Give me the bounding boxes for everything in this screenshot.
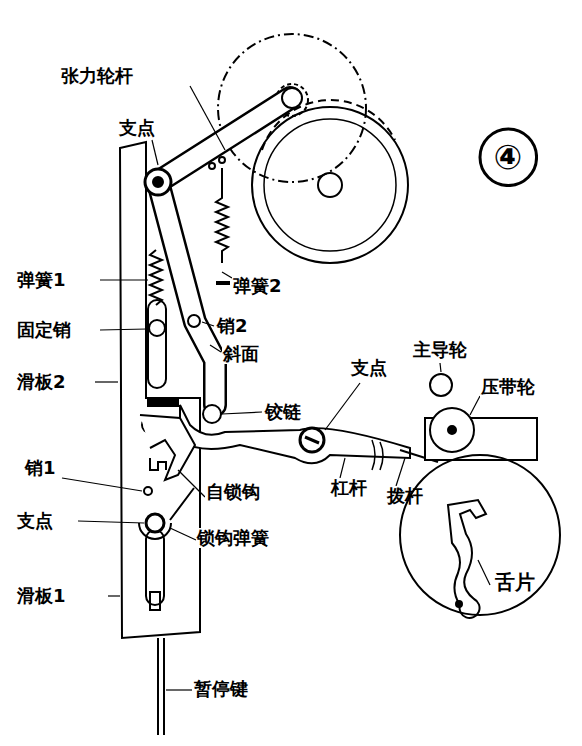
part-label: 拨杆 bbox=[386, 486, 424, 506]
figure-number-circle: ④ bbox=[478, 127, 539, 188]
node-text: 舌片 bbox=[495, 572, 535, 592]
part-label: 弹簧2 bbox=[232, 276, 283, 296]
reel-hub bbox=[318, 173, 342, 197]
pause-key-rod bbox=[158, 638, 164, 735]
slot-2 bbox=[148, 300, 166, 388]
node-text: ④ bbox=[494, 140, 523, 174]
pinch-roller bbox=[430, 408, 474, 452]
tongue-piece bbox=[448, 500, 486, 618]
part-label: 支点 bbox=[16, 511, 54, 531]
arm-hole bbox=[219, 157, 225, 163]
break-mark bbox=[372, 440, 383, 470]
part-label: 张力轮杆 bbox=[60, 66, 134, 86]
slot-1 bbox=[146, 530, 164, 605]
part-label: 支点 bbox=[118, 118, 156, 138]
part-label: 销1 bbox=[24, 458, 57, 478]
part-label: 销2 bbox=[216, 316, 249, 336]
hinge bbox=[203, 405, 221, 423]
part-label: 杠杆 bbox=[330, 478, 368, 498]
part-label: 自锁钩 bbox=[205, 482, 261, 502]
arm-hole bbox=[209, 163, 215, 169]
part-label: 暂停键 bbox=[193, 679, 249, 699]
part-label: 铰链 bbox=[264, 402, 302, 422]
tension-arm-outline bbox=[158, 98, 290, 405]
part-label: 弹簧1 bbox=[16, 270, 67, 290]
part-label: 滑板2 bbox=[16, 372, 67, 392]
capstan bbox=[430, 374, 452, 396]
pin-2 bbox=[188, 315, 200, 327]
plate-edge bbox=[148, 400, 178, 406]
spring-2-anchor bbox=[216, 281, 230, 285]
part-label: 固定销 bbox=[16, 320, 72, 340]
spring-1 bbox=[150, 250, 162, 305]
tension-arm-fill bbox=[158, 98, 290, 405]
fixed-pin bbox=[149, 320, 165, 336]
tongue-hole bbox=[456, 601, 462, 607]
pin-1 bbox=[144, 487, 152, 495]
latch-notch bbox=[150, 458, 166, 470]
lever-pivot bbox=[300, 428, 324, 452]
latch-spring bbox=[139, 488, 194, 539]
part-label: 主导轮 bbox=[412, 340, 468, 360]
latch-hook bbox=[140, 415, 195, 480]
part-label: 压带轮 bbox=[480, 377, 536, 397]
part-label: 支点 bbox=[350, 358, 388, 378]
part-label: 斜面 bbox=[222, 344, 260, 364]
node-outline bbox=[398, 453, 562, 617]
node-circle bbox=[400, 455, 560, 615]
arm-roller-pin bbox=[282, 88, 302, 108]
part-label: 锁钩弹簧 bbox=[196, 528, 270, 548]
pivot-slot bbox=[305, 437, 319, 443]
window bbox=[150, 592, 160, 610]
inset-circle: 舌片 bbox=[398, 453, 562, 617]
spring-2 bbox=[216, 168, 228, 263]
latch-pivot bbox=[146, 514, 164, 532]
pivot-top bbox=[145, 169, 171, 195]
pinch-roller-axle bbox=[448, 426, 456, 434]
pivot-top-center bbox=[153, 177, 163, 187]
leader-lines bbox=[62, 86, 490, 690]
reel-ring bbox=[264, 119, 396, 251]
part-label: 滑板1 bbox=[16, 586, 67, 606]
node-circle bbox=[480, 129, 537, 186]
reel bbox=[252, 107, 408, 263]
